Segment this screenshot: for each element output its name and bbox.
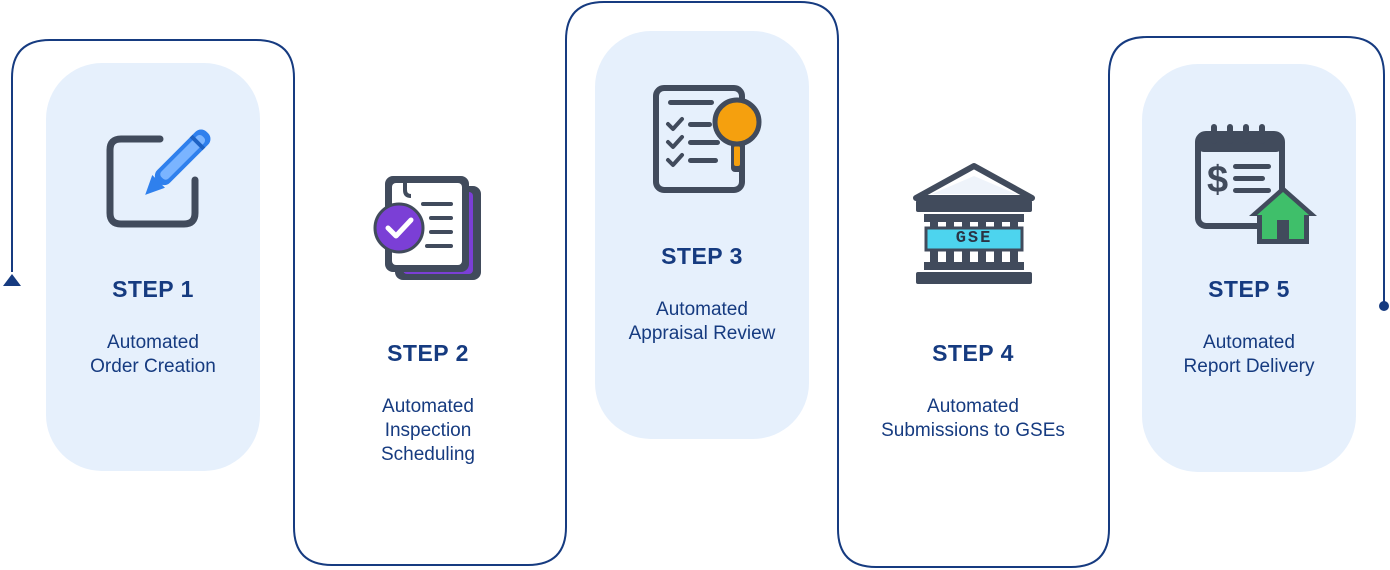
- step-2-desc-line: Automated: [382, 396, 474, 417]
- step-4-title: STEP 4: [932, 340, 1014, 366]
- step-2-title: STEP 2: [387, 340, 469, 366]
- edit-icon: [106, 129, 211, 228]
- step-1-desc-line: Order Creation: [90, 356, 216, 377]
- step-1-description: Automated Order Creation: [23, 331, 283, 379]
- step-5-title: STEP 5: [1208, 276, 1290, 302]
- step-1-desc-line: Automated: [107, 332, 199, 353]
- step-2-desc-line: Scheduling: [380, 444, 476, 465]
- step-4-desc-line: Submissions to GSEs: [881, 420, 1065, 441]
- document-check-icon: [373, 176, 481, 280]
- step-5-desc-line: Report Delivery: [1183, 356, 1315, 377]
- step-3-desc-line: Automated: [656, 299, 748, 320]
- step-5-desc-line: Automated: [1203, 332, 1295, 353]
- step-3-title: STEP 3: [661, 243, 743, 269]
- step-1-card: [46, 63, 260, 471]
- step-2-description: Automated Inspection Scheduling: [298, 395, 558, 467]
- step-3-card: [595, 31, 809, 439]
- gse-sign-label: GSE: [955, 229, 993, 248]
- step-3-desc-line: Appraisal Review: [628, 323, 776, 344]
- end-dot-icon: [1379, 301, 1389, 311]
- step-5-description: Automated Report Delivery: [1119, 331, 1379, 379]
- step-2-desc-line: Inspection: [384, 420, 472, 441]
- step-3-description: Automated Appraisal Review: [572, 298, 832, 346]
- step-1-title: STEP 1: [112, 276, 194, 302]
- step-4-description: Automated Submissions to GSEs: [843, 395, 1103, 443]
- checklist-search-icon: [653, 85, 762, 193]
- step-4-desc-line: Automated: [927, 396, 1019, 417]
- arrow-head-icon: [3, 274, 21, 286]
- invoice-house-icon: $: [1195, 124, 1317, 244]
- svg-text:$: $: [1207, 159, 1228, 201]
- bank-building-icon: [913, 163, 1035, 284]
